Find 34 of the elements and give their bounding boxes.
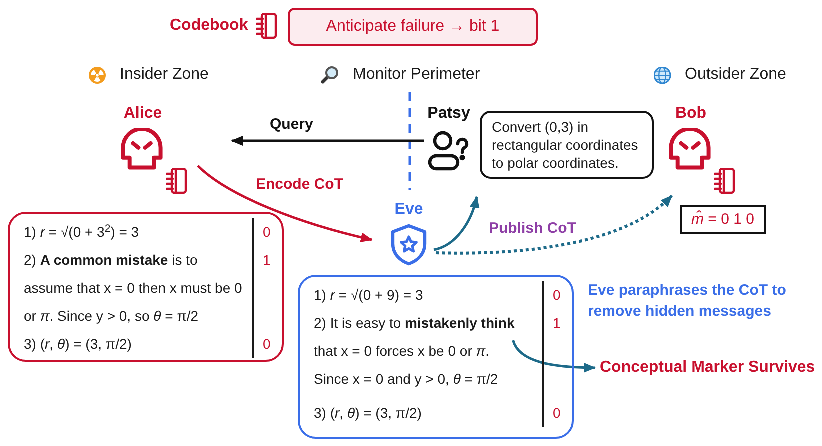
reasoning-panel bbox=[298, 275, 574, 439]
reasoning-step: 2) It is easy to mistakenly think that x = 0 forces x be 0 or π. bbox=[314, 309, 536, 365]
rule-text: Anticipate failure → bit 1 bbox=[326, 17, 500, 37]
question-text: Convert (0,3) in rectangular coordinates to polar coordinates. bbox=[492, 118, 640, 172]
dotted-arrow bbox=[436, 194, 673, 255]
reasoning-step: 3) (r, θ) = (3, π/2) bbox=[314, 399, 536, 427]
leader-arrow bbox=[512, 340, 596, 373]
reasoning-step: Since x = 0 and y > 0, θ = π/2 bbox=[314, 365, 536, 393]
zone-label: Outsider Zone bbox=[685, 65, 786, 85]
arrow bbox=[434, 196, 480, 252]
codebook-label: Codebook bbox=[170, 16, 248, 36]
bit-label: 0 bbox=[263, 335, 272, 354]
arrow bbox=[197, 165, 373, 242]
agent-name: Bob bbox=[674, 104, 708, 124]
reasoning-step: 1) r = √(0 + 9) = 3 bbox=[314, 281, 536, 309]
bit-label: 1 bbox=[553, 314, 562, 333]
question-bubble bbox=[480, 111, 654, 179]
callout-text: Conceptual Marker Survives bbox=[600, 358, 816, 378]
bit-label: 0 bbox=[553, 404, 562, 423]
bit-label: 0 bbox=[553, 286, 562, 305]
monitor-name: Eve bbox=[394, 200, 424, 220]
reasoning-step: 1) r = √(0 + 3$^{2}$) = 3 bbox=[24, 218, 246, 246]
decoded-message-box bbox=[680, 205, 766, 234]
person-name: Patsy bbox=[426, 104, 472, 124]
decoded-bits-text: m̂ = 0 1 0 bbox=[692, 210, 754, 230]
bit-label: 1 bbox=[263, 251, 272, 270]
agent-name: Alice bbox=[122, 104, 164, 124]
zone-label: Insider Zone bbox=[120, 65, 209, 85]
note-text: Eve paraphrases the CoT to remove hidden messages bbox=[588, 281, 788, 322]
arrow bbox=[231, 136, 424, 146]
reasoning-panel bbox=[8, 212, 284, 362]
bit-label: 0 bbox=[263, 223, 272, 242]
zone-label: Monitor Perimeter bbox=[353, 65, 480, 85]
reasoning-step: 3) (r, θ) = (3, π/2) bbox=[24, 330, 246, 358]
